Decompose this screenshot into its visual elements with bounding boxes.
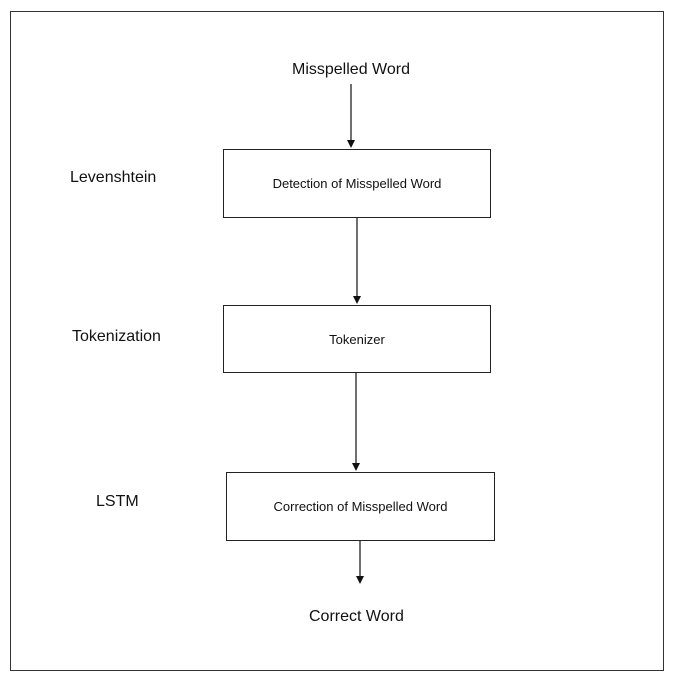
process-box-tokenizer: Tokenizer [223, 305, 491, 373]
process-box-correction: Correction of Misspelled Word [226, 472, 495, 541]
stage-label-levenshtein: Levenshtein [70, 169, 157, 186]
process-box-tokenizer-label: Tokenizer [329, 331, 385, 347]
stage-label-lstm: LSTM [96, 493, 139, 510]
diagram-frame [10, 11, 664, 671]
process-box-detection-label: Detection of Misspelled Word [272, 176, 442, 191]
process-box-correction-label: Correction of Misspelled Word [273, 499, 448, 514]
process-box-detection: Detection of Misspelled Word [223, 149, 491, 218]
input-label: Misspelled Word [292, 61, 410, 78]
stage-label-tokenization: Tokenization [72, 328, 161, 345]
output-label: Correct Word [309, 608, 404, 625]
